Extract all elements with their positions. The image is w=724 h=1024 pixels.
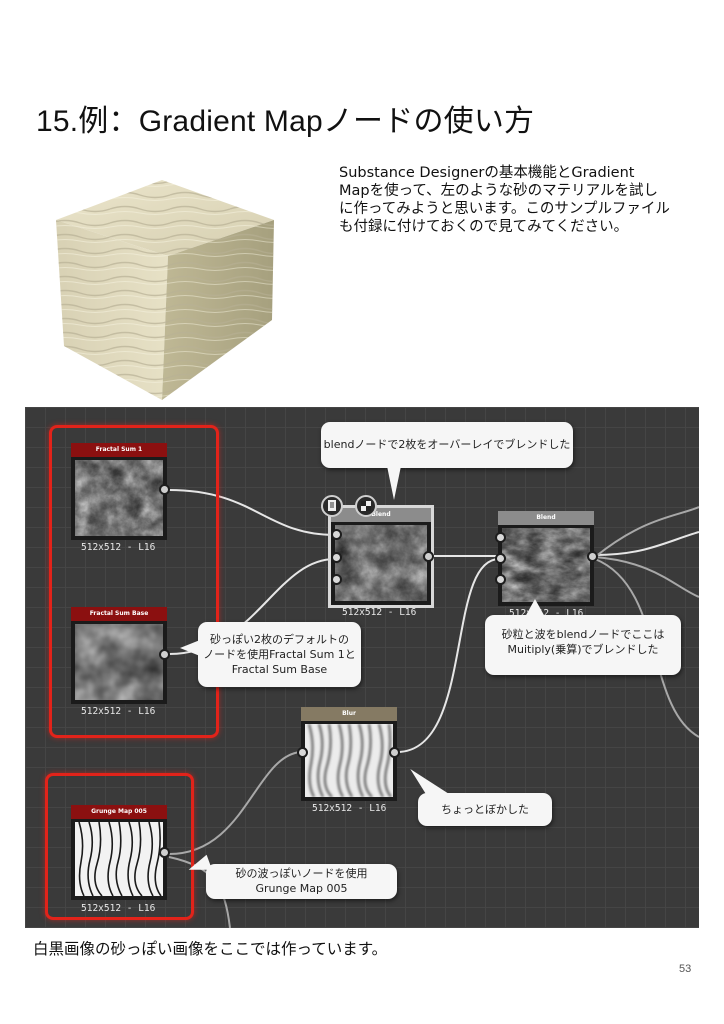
node-title: Blur [301,707,397,721]
input-port[interactable] [495,574,506,585]
callout-line: 砂粒と波をblendノードでここは [501,628,665,641]
input-port[interactable] [331,574,342,585]
description-line: に作ってみようと思います。このサンプルファイル [339,201,670,217]
node-fractal-sum-base[interactable]: Fractal Sum Base [71,607,167,704]
input-port[interactable] [331,552,342,563]
node-graph-canvas: Fractal Sum 1 512x512 - L16 Fractal Sum … [25,407,699,928]
output-port[interactable] [389,747,400,758]
node-size-label: 512x512 - L16 [81,706,156,717]
highlight-fractal-nodes [49,425,219,738]
callout-multiply: 砂粒と波をblendノードでここは Muitiply(乗算)でブレンドした [485,599,681,675]
description-line: Substance Designerの基本機能とGradient [339,165,635,181]
node-thumbnail [335,525,427,601]
output-port[interactable] [423,551,434,562]
wire-out-2 [594,556,699,598]
page-title: 15.例：Gradient Mapノードの使い方 [36,105,535,138]
wire-fractal1-to-blend [168,489,336,536]
output-port[interactable] [159,847,170,858]
page-number: 53 [679,963,692,975]
input-port[interactable] [495,532,506,543]
input-port[interactable] [331,529,342,540]
node-thumbnail [75,624,163,700]
document-icon[interactable] [321,495,343,517]
callout-blur: ちょっとぼかした [404,769,552,826]
callout-line: ちょっとぼかした [441,803,529,816]
input-port[interactable] [297,747,308,758]
callout-overlay: blendノードで2枚をオーバーレイでブレンドした [321,422,573,500]
highlight-grunge-node [45,773,194,920]
node-title: Fractal Sum Base [71,607,167,621]
node-size-label: 512x512 - L16 [81,542,156,553]
node-size-label: 512x512 - L16 [312,803,387,814]
wire-out-4 [594,506,699,558]
wire-out-1 [594,531,699,556]
node-thumbnail [75,460,163,536]
node-thumbnail [305,724,393,797]
input-port[interactable] [495,553,506,564]
wire-blur-to-blend2 [396,557,501,753]
callout-line: Grunge Map 005 [255,882,348,895]
node-blend-overlay[interactable]: Blend [328,505,434,608]
caption-text: 白黒画像の砂っぽい画像をここでは作っています。 [33,940,388,958]
node-size-label: 512x512 - L16 [509,608,584,619]
callout-line: ノードを使用Fractal Sum 1と [203,648,356,661]
output-port[interactable] [587,551,598,562]
output-port[interactable] [159,649,170,660]
sand-cube-image [56,180,274,400]
callout-grunge: 砂の波っぽいノードを使用 Grunge Map 005 [185,854,397,899]
node-title: Blend [331,508,431,522]
callout-line: 砂っぽい2枚のデフォルトの [210,633,349,646]
callout-line: Fractal Sum Base [231,663,328,676]
node-size-label: 512x512 - L16 [342,607,417,618]
description-text: Substance Designerの基本機能とGradient Mapを使って… [339,164,699,236]
output-port[interactable] [159,484,170,495]
description-line: Mapを使って、左のような砂のマテリアルを試し [339,183,659,199]
node-title: Grunge Map 005 [71,805,167,819]
node-blur[interactable]: Blur [301,707,397,801]
node-size-label: 512x512 - L16 [81,903,156,914]
description-line: も付録に付けておくので見てみてください。 [339,219,629,235]
node-grunge-map-005[interactable]: Grunge Map 005 [71,805,167,900]
node-thumbnail [502,528,590,602]
checker-icon[interactable] [355,495,377,517]
node-fractal-sum-1[interactable]: Fractal Sum 1 [71,443,167,540]
node-title: Blend [498,511,594,525]
callout-fractal: 砂っぽい2枚のデフォルトの ノードを使用Fractal Sum 1と Fract… [180,622,361,687]
callout-line: blendノードで2枚をオーバーレイでブレンドした [323,438,571,451]
callout-line: 砂の波っぽいノードを使用 [235,867,368,880]
node-blend-multiply[interactable]: Blend [498,511,594,606]
node-title: Fractal Sum 1 [71,443,167,457]
node-thumbnail [75,822,163,896]
callout-line: Muitiply(乗算)でブレンドした [507,643,659,656]
